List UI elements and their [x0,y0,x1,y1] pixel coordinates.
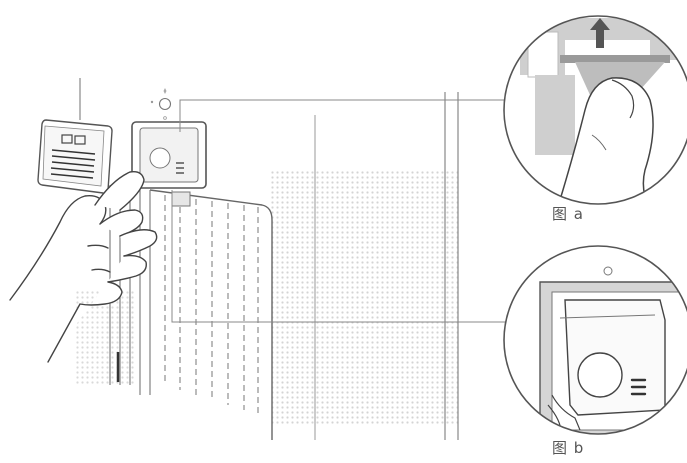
indicator-icons [150,88,172,120]
detail-circle-a [503,15,687,205]
figure-a-caption: 图 a [552,205,584,223]
detail-circle-b [503,245,687,435]
figure-b-caption: 图 b [552,439,585,457]
hand-illustration [9,170,158,363]
arrow-up-icon [590,18,610,48]
callout-leader-lines [171,99,505,323]
sensor-cover [37,119,113,194]
device-body [75,78,460,440]
sensor-socket [131,121,207,207]
